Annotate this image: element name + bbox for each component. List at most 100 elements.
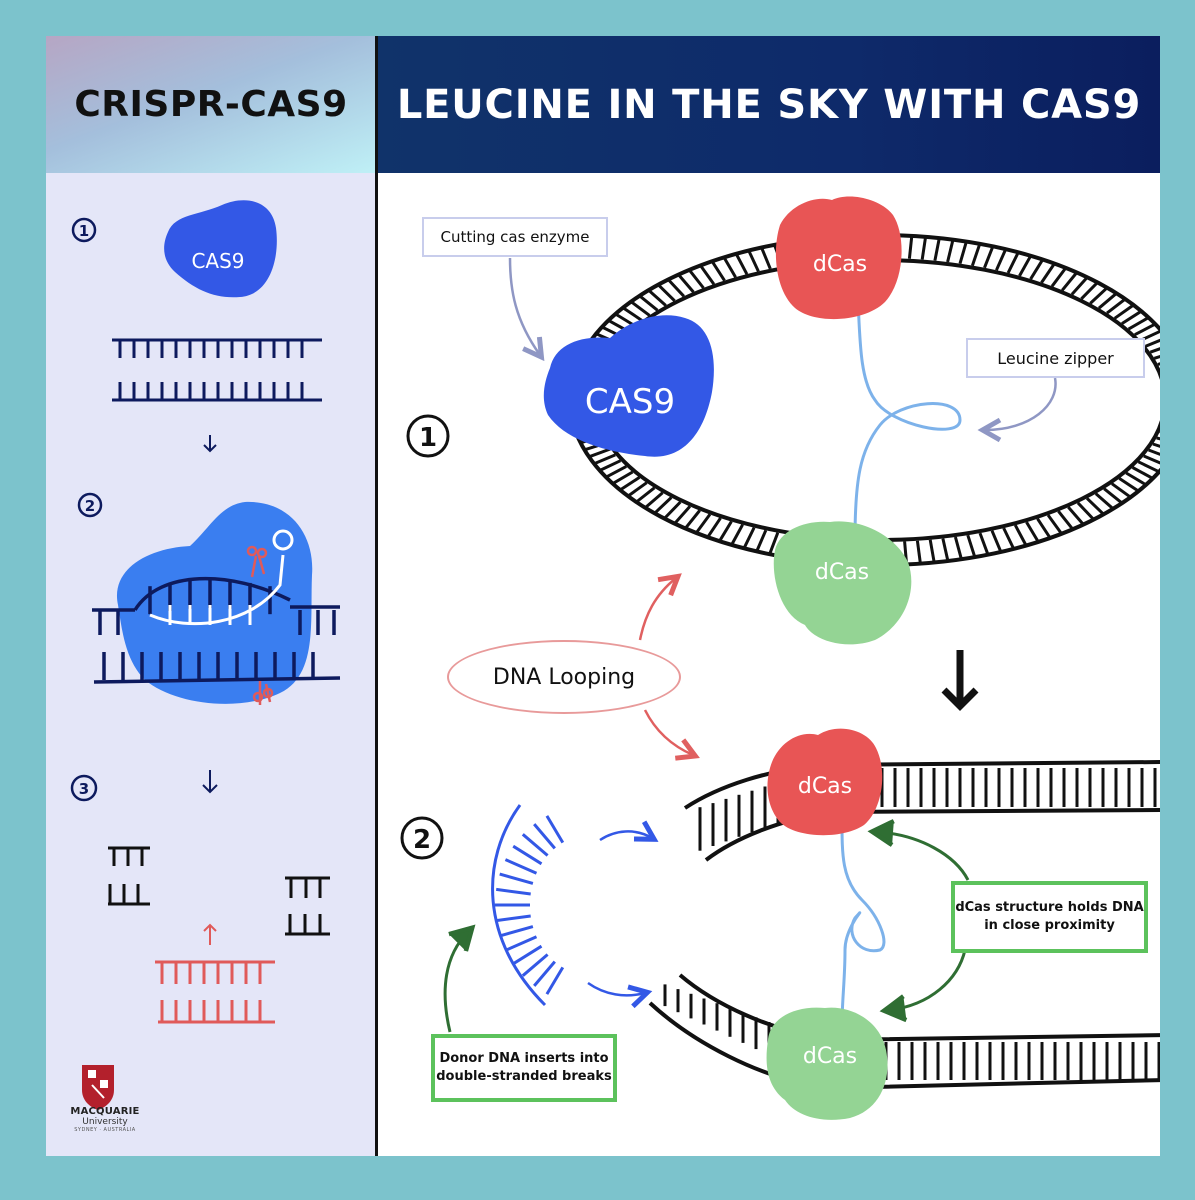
svg-text:2: 2 (85, 497, 95, 515)
dna-rung (699, 264, 716, 286)
arrow-donor-to-lower-break-icon (587, 981, 645, 995)
dna-rung (1113, 303, 1135, 320)
dna-rung (953, 536, 963, 560)
dna-rung (755, 529, 768, 552)
step2-cas9-blob (116, 501, 313, 704)
dna-rung (1018, 255, 1033, 277)
dna-looping-label: DNA Looping (447, 640, 681, 714)
dna-rung (588, 447, 612, 459)
dna-rung (747, 249, 760, 273)
dna-rung (1076, 501, 1095, 521)
dna-rung (630, 300, 651, 317)
left-step-1-marker: 1 (71, 217, 97, 243)
donor-rung (521, 833, 549, 857)
dna-rung (907, 235, 914, 259)
dna-rung (920, 236, 928, 260)
dna-rung (1131, 466, 1154, 480)
right-step-2-marker: 2 (400, 816, 444, 860)
left-arrow-up-red-icon (203, 923, 217, 945)
dna-rung (983, 245, 995, 269)
dna-rung (1013, 524, 1028, 547)
dna-rung (1067, 506, 1085, 526)
dna-rung (1118, 477, 1140, 493)
dna-rung (1036, 517, 1052, 539)
donor-rung (499, 925, 534, 938)
dna-rung (1040, 262, 1056, 284)
cas9-blob (543, 315, 714, 457)
dna-rung (1029, 258, 1044, 280)
donor-rung (496, 887, 531, 896)
dna-rung (657, 283, 676, 302)
cut-fragment-left (108, 846, 150, 906)
dna-rung (1167, 395, 1190, 396)
dna-rung (990, 530, 1003, 553)
small-cas9-label: CAS9 (191, 249, 244, 273)
dna-rung (1164, 419, 1187, 422)
right-step-1-marker: 1 (406, 414, 450, 458)
dna-rung (958, 241, 968, 265)
svg-text:2: 2 (413, 825, 431, 855)
leucine-zipper-label: Leucine zipper (966, 338, 1145, 378)
dna-rung (933, 237, 941, 261)
donor-rung (533, 823, 556, 850)
dna-rung (978, 532, 990, 556)
arrow-donor-label-up-icon (443, 924, 476, 1033)
panel-divider (375, 36, 378, 1156)
dna-rung (1162, 425, 1185, 429)
dna-rung (673, 505, 692, 525)
dna-rung (1025, 521, 1040, 543)
donor-dna-arc (491, 804, 565, 1007)
dna-rung (966, 534, 977, 558)
left-title: CRISPR-CAS9 (74, 84, 348, 125)
dna-rung (1153, 354, 1160, 360)
donor-line-2: double-stranded breaks (436, 1069, 612, 1084)
cas9-label: CAS9 (584, 382, 676, 422)
dna-rung (1089, 286, 1109, 305)
dna-rung (684, 509, 701, 530)
logo-tagline: SYDNEY · AUSTRALIA (74, 1127, 136, 1133)
dna-rung (677, 273, 695, 294)
dna-rung (663, 500, 682, 520)
dna-rung (1094, 492, 1115, 510)
left-step-2-marker: 2 (77, 492, 103, 518)
dna-rung (946, 239, 955, 263)
dna-rung (1125, 471, 1147, 487)
left-arrow-down-1-icon (203, 435, 217, 453)
small-cas9-blob (164, 200, 277, 298)
dna-rung (605, 465, 628, 479)
donor-rung (499, 872, 534, 885)
dna-rung (706, 517, 722, 539)
dna-rung (599, 459, 622, 472)
dna-rung (970, 243, 982, 267)
step2-guide-rna (149, 529, 294, 626)
dna-rung (1166, 388, 1189, 390)
donor-rung (521, 953, 549, 977)
arrow-holds-to-red-icon (867, 819, 970, 881)
donor-rung (504, 858, 538, 875)
dna-rung (1166, 413, 1189, 415)
cut-fragment-right (285, 876, 330, 936)
donor-rung (512, 944, 543, 966)
dna-rung (1137, 460, 1160, 474)
step2-dna-bottom-strand (93, 652, 341, 684)
dna-rung (722, 256, 737, 279)
dna-rung (1085, 497, 1105, 516)
dna-rung (1103, 487, 1123, 505)
dna-rung (593, 453, 616, 466)
donor-rung (545, 815, 565, 844)
leucine-zipper-line-step1 (853, 299, 962, 541)
dcas-bottom-red-blob (767, 728, 883, 836)
donor-rung (504, 935, 538, 952)
dna-rung (1148, 448, 1160, 456)
scissors-top-icon (246, 545, 268, 578)
dna-rung (1157, 362, 1160, 366)
macquarie-logo-icon (82, 1065, 114, 1110)
svg-text:1: 1 (79, 222, 89, 240)
dna-rung (1097, 292, 1118, 310)
dcas-top-green-blob (773, 521, 912, 645)
logo-sub: University (82, 1117, 128, 1127)
dna-rung (1152, 442, 1160, 448)
dna-rung (760, 246, 772, 270)
dcas-top-green-label: dCas (814, 560, 870, 585)
dna-rung (1046, 514, 1063, 535)
